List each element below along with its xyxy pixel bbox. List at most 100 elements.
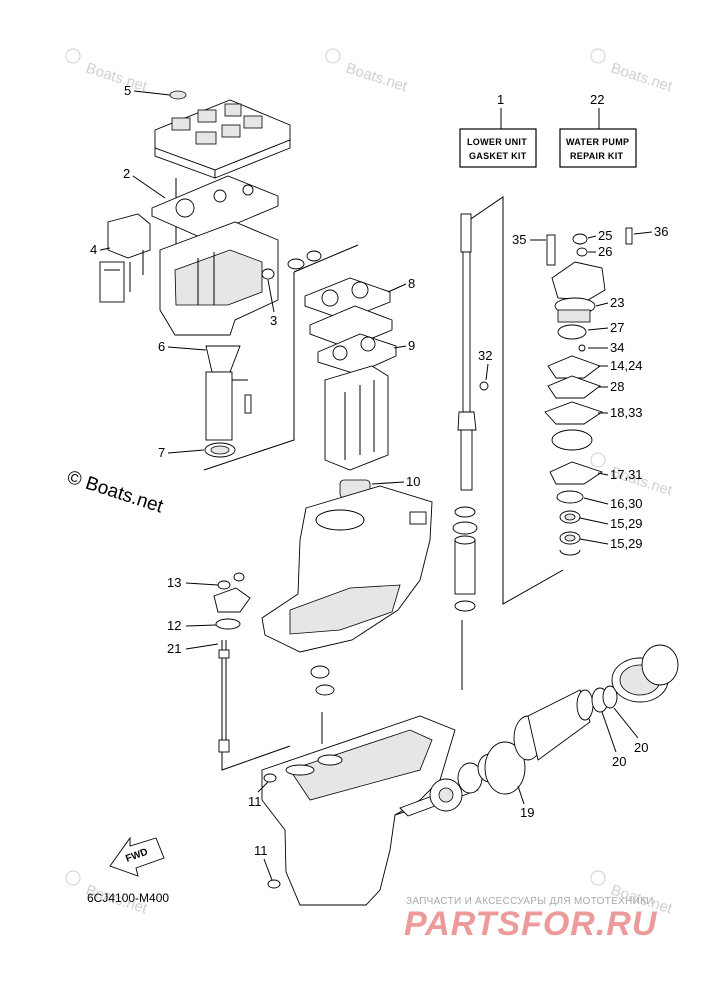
callout-label: 8 <box>408 276 415 291</box>
kit-line2: REPAIR KIT <box>570 151 624 161</box>
callout: 28 <box>598 379 624 394</box>
part-28-pin <box>479 381 489 391</box>
callout-label: 20 <box>612 754 626 769</box>
watermark-tile: Boats.net <box>590 48 675 96</box>
callout: 23 <box>595 295 624 310</box>
part-drive-shaft-housing <box>261 485 433 653</box>
callout-label: 11 <box>254 843 268 858</box>
callout-label: 35 <box>512 232 526 247</box>
callout: 12 <box>167 618 217 633</box>
callout-label: 26 <box>598 244 612 259</box>
kit-box-lower-unit-gasket: 1 LOWER UNIT GASKET KIT <box>459 92 537 168</box>
callout: 10 <box>371 474 420 489</box>
part-8-gasket <box>304 277 391 321</box>
callout: 35 <box>512 232 546 247</box>
callout-label: 34 <box>610 340 624 355</box>
kit-box-frame <box>559 128 637 168</box>
kit-ref-number: 22 <box>590 92 604 107</box>
part-3-fittings <box>261 250 322 280</box>
kit-line1: WATER PUMP <box>566 137 629 147</box>
part-exhaust-guide <box>324 365 389 471</box>
callout: 25 <box>587 228 612 243</box>
part-shaft-bearings <box>452 506 478 612</box>
part-drive-shaft <box>457 213 477 491</box>
callout: 20 <box>601 711 626 769</box>
part-19-o-ring <box>484 741 526 795</box>
callout: 20 <box>613 707 648 755</box>
group-frames <box>203 196 564 771</box>
callout: 27 <box>587 320 624 335</box>
callout-label: 9 <box>408 338 415 353</box>
callout: 14,24 <box>598 358 643 373</box>
part-bearing-housing <box>513 685 618 761</box>
part-6-plate <box>205 345 252 441</box>
callout: 17,31 <box>597 467 643 482</box>
shop-overlay: ЗАПЧАСТИ И АКСЕССУАРЫ ДЛЯ МОТОТЕХНИКИ PA… <box>404 896 658 943</box>
callout: 15,29 <box>579 516 643 531</box>
callout-label: 3 <box>270 313 277 328</box>
callout-label: 17,31 <box>610 467 643 482</box>
kit-ref-number: 1 <box>497 92 504 107</box>
part-11-plug-lower <box>267 879 281 889</box>
part-2-gasket <box>151 175 279 239</box>
callout-label: 10 <box>406 474 420 489</box>
kit-box-frame <box>459 128 537 168</box>
part-water-pump-stack <box>544 227 633 556</box>
callout-label: 15,29 <box>610 516 643 531</box>
part-11-plug-upper <box>263 773 277 783</box>
callout-label: 14,24 <box>610 358 643 373</box>
shop-subtitle: ЗАПЧАСТИ И АКСЕССУАРЫ ДЛЯ МОТОТЕХНИКИ <box>406 896 654 907</box>
callout: 3 <box>267 279 277 328</box>
callout: 21 <box>167 641 219 656</box>
part-bearing-mid <box>310 665 330 679</box>
callout-label: 4 <box>90 242 97 257</box>
watermark-tile: Boats.net <box>65 48 150 96</box>
callout-label: 15,29 <box>610 536 643 551</box>
callout: 32 <box>478 348 492 381</box>
part-shift-rod <box>213 572 251 753</box>
callout: 34 <box>588 340 624 355</box>
callout-label: 23 <box>610 295 624 310</box>
callout: 16,30 <box>583 496 643 511</box>
callout-label: 36 <box>654 224 668 239</box>
callout: 7 <box>158 445 205 460</box>
part-cap-ring <box>611 644 679 703</box>
part-upper-casing-body <box>159 221 279 336</box>
callout: 36 <box>633 224 668 239</box>
callout: 11 <box>248 781 269 809</box>
callout-label: 12 <box>167 618 181 633</box>
callout: 5 <box>124 83 171 98</box>
callout: 26 <box>588 244 612 259</box>
callout-label: 7 <box>158 445 165 460</box>
callout-label: 28 <box>610 379 624 394</box>
callout-label: 13 <box>167 575 181 590</box>
callout-label: 18,33 <box>610 405 643 420</box>
callout-label: 27 <box>610 320 624 335</box>
callout: 15,29 <box>579 536 643 551</box>
callout: 13 <box>167 575 219 590</box>
diagram-code: 6CJ4100-M400 <box>87 891 169 905</box>
callout-label: 11 <box>248 794 262 809</box>
kit-line1: LOWER UNIT <box>467 137 527 147</box>
watermark-tile: Boats.net <box>325 48 410 96</box>
callout: 8 <box>387 276 415 293</box>
callout-label: 19 <box>520 805 534 820</box>
part-4-bracket <box>99 213 151 303</box>
parts-artwork: FWD <box>99 90 679 906</box>
callout: 4 <box>90 242 111 257</box>
callout-label: 21 <box>167 641 181 656</box>
callout-label: 5 <box>124 83 131 98</box>
kit-line2: GASKET KIT <box>469 151 527 161</box>
callout: 6 <box>158 339 207 354</box>
callout-label: 20 <box>634 740 648 755</box>
copyright-watermark: © Boats.net <box>64 467 166 518</box>
callout: 9 <box>393 338 415 353</box>
callout-label: 6 <box>158 339 165 354</box>
callout-layer: 5 2 4 3 6 7 8 9 <box>90 83 668 881</box>
part-5-cap <box>169 90 187 100</box>
callout-label: 25 <box>598 228 612 243</box>
kit-box-water-pump-repair: 22 WATER PUMP REPAIR KIT <box>559 92 637 168</box>
part-lower-case <box>261 715 456 906</box>
shop-brand-logo: PARTSFOR.RU <box>404 905 658 943</box>
